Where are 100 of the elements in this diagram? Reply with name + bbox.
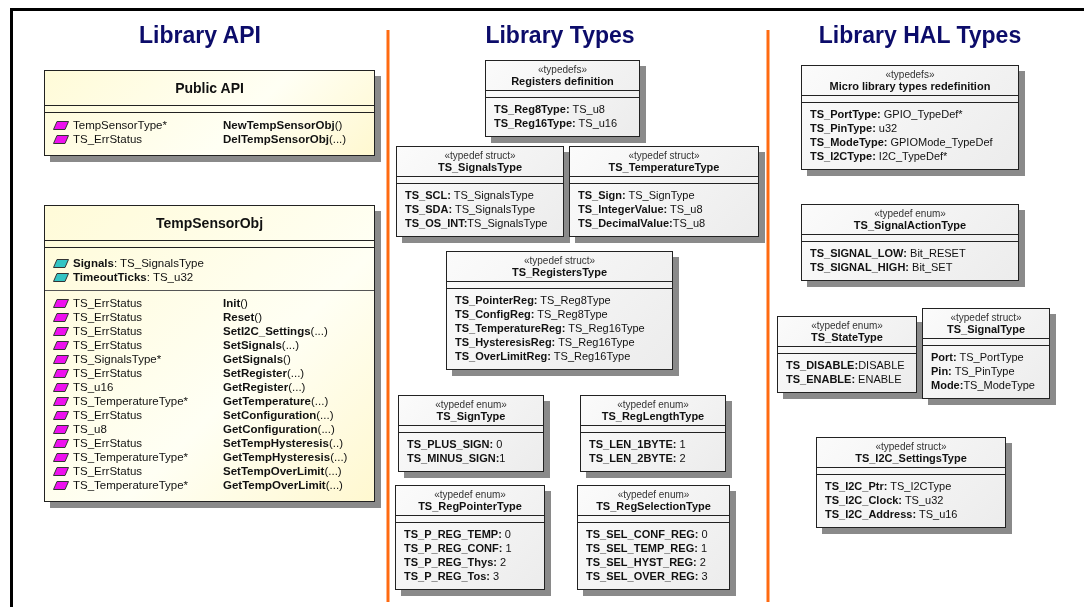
- method-name: GetTempHysteresis(...): [223, 451, 349, 463]
- stereotype-text: «typedefs»: [537, 64, 588, 75]
- type-name: TS_I2C_SettingsType: [854, 452, 968, 464]
- type-name: TS_SignalActionType: [852, 219, 968, 231]
- type-name: TS_SignalsType: [436, 161, 524, 173]
- field-text: TS_DISABLE:DISABLE: [786, 358, 906, 372]
- section-heading: Library HAL Types: [818, 22, 1022, 49]
- field-text: TS_SIGNAL_LOW: Bit_RESET: [810, 246, 967, 260]
- field-text: TS_OS_INT:TS_SignalsType: [405, 216, 549, 230]
- type-name: TS_TemperatureType: [607, 161, 721, 173]
- stereotype-text: «typedef struct»: [949, 312, 1023, 323]
- method-name: SetI2C_Settings(...): [223, 325, 329, 337]
- stereotype-text: «typedef struct»: [522, 255, 597, 266]
- stereotype-text: «typedef enum»: [616, 489, 691, 500]
- type-name: TS_RegLengthType: [600, 410, 706, 422]
- return-type: TS_ErrStatus: [73, 465, 144, 477]
- method-name: GetConfiguration(...): [223, 423, 336, 435]
- field-text: TS_SEL_TEMP_REG: 1: [586, 541, 709, 555]
- method-name: Reset(): [223, 311, 263, 323]
- return-type: TempSensorType*: [73, 119, 168, 131]
- field-text: TS_OverLimitReg: TS_Reg16Type: [455, 349, 632, 363]
- field-text: TS_I2CType: I2C_TypeDef*: [810, 149, 949, 163]
- field-text: TS_SCL: TS_SignalsType: [405, 188, 535, 202]
- field-text: TS_PortType: GPIO_TypeDef*: [810, 107, 964, 121]
- return-type: TS_ErrStatus: [73, 367, 144, 379]
- method-name: SetConfiguration(...): [223, 409, 335, 421]
- method-name: GetTemperature(...): [223, 395, 330, 407]
- field-text: TS_P_REG_Thys: 2: [404, 555, 508, 569]
- section-heading: Library API: [139, 22, 261, 49]
- type-name: TS_StateType: [810, 331, 884, 343]
- field-text: TS_SEL_CONF_REG: 0: [586, 527, 709, 541]
- stereotype-text: «typedef struct»: [443, 150, 517, 161]
- field-text: TS_ENABLE: ENABLE: [786, 372, 903, 386]
- return-type: TS_ErrStatus: [73, 409, 144, 421]
- stereotype-text: «typedef enum»: [873, 208, 947, 219]
- field-text: TS_P_REG_CONF: 1: [404, 541, 513, 555]
- field-text: TS_PinType: u32: [810, 121, 899, 135]
- stereotype-text: «typedefs»: [884, 69, 936, 80]
- return-type: TS_TemperatureType*: [73, 479, 190, 491]
- stereotype-text: «typedef enum»: [616, 399, 690, 410]
- type-name: TS_SignalType: [945, 323, 1026, 335]
- return-type: TS_ErrStatus: [73, 311, 144, 323]
- field-text: TS_P_REG_TEMP: 0: [404, 527, 512, 541]
- field-text: TS_Reg8Type: TS_u8: [494, 102, 606, 116]
- return-type: TS_ErrStatus: [73, 325, 144, 337]
- type-name: Registers definition: [510, 75, 615, 87]
- stereotype-text: «typedef enum»: [810, 320, 884, 331]
- field-text: TS_SEL_OVER_REG: 3: [586, 569, 709, 583]
- return-type: TS_u8: [73, 423, 108, 435]
- field-text: TS_ModeType: GPIOMode_TypeDef: [810, 135, 994, 149]
- field-text: TS_LEN_1BYTE: 1: [589, 437, 687, 451]
- type-name: Micro library types redefinition: [828, 80, 992, 92]
- field-text: TS_IntegerValue: TS_u8: [578, 202, 704, 216]
- method-name: GetRegister(...): [223, 381, 307, 393]
- class-name: TempSensorObj: [155, 214, 264, 233]
- method-name: SetSignals(...): [223, 339, 301, 351]
- field-text: Pin: TS_PinType: [931, 364, 1016, 378]
- method-name: SetRegister(...): [223, 367, 306, 379]
- field-text: Mode:TS_ModeType: [931, 378, 1036, 392]
- stereotype-text: «typedef enum»: [434, 399, 508, 410]
- field-text: TS_Sign: TS_SignType: [578, 188, 696, 202]
- return-type: TS_u16: [73, 381, 115, 393]
- field-text: TS_Reg16Type: TS_u16: [494, 116, 619, 130]
- method-name: Init(): [223, 297, 249, 309]
- type-name: TS_RegPointerType: [417, 500, 523, 512]
- method-name: GetTempOverLimit(...): [223, 479, 344, 491]
- field-text: TS_SEL_HYST_REG: 2: [586, 555, 707, 569]
- field-text: TS_I2C_Address: TS_u16: [825, 507, 959, 521]
- field-text: TS_PLUS_SIGN: 0: [407, 437, 504, 451]
- return-type: TS_ErrStatus: [73, 437, 144, 449]
- field-text: Port: TS_PortType: [931, 350, 1025, 364]
- field-text: TS_SDA: TS_SignalsType: [405, 202, 537, 216]
- field-text: TS_HysteresisReg: TS_Reg16Type: [455, 335, 636, 349]
- class-name: Public API: [175, 79, 244, 98]
- method-name: SetTempHysteresis(..): [223, 437, 344, 449]
- field-text: TS_MINUS_SIGN:1: [407, 451, 507, 465]
- field-text: TS_I2C_Clock: TS_u32: [825, 493, 945, 507]
- return-type: TS_ErrStatus: [73, 297, 144, 309]
- type-name: TS_RegistersType: [510, 266, 609, 278]
- return-type: TS_ErrStatus: [73, 339, 144, 351]
- return-type: TS_TemperatureType*: [73, 451, 190, 463]
- field-text: TS_I2C_Ptr: TS_I2CType: [825, 479, 953, 493]
- stereotype-text: «typedef struct»: [627, 150, 701, 161]
- return-type: TS_ErrStatus: [73, 133, 144, 145]
- field-text: TS_TemperatureReg: TS_Reg16Type: [455, 321, 646, 335]
- type-name: TS_RegSelectionType: [595, 500, 712, 512]
- attribute-text: TimeoutTicks: TS_u32: [73, 270, 194, 284]
- stereotype-text: «typedef struct»: [874, 441, 948, 452]
- field-text: TS_PointerReg: TS_Reg8Type: [455, 293, 612, 307]
- field-text: TS_DecimalValue:TS_u8: [578, 216, 707, 230]
- field-text: TS_P_REG_Tos: 3: [404, 569, 501, 583]
- section-heading: Library Types: [485, 22, 635, 49]
- method-name: SetTempOverLimit(...): [223, 465, 343, 477]
- return-type: TS_SignalsType*: [73, 353, 163, 365]
- type-name: TS_SignType: [435, 410, 507, 422]
- return-type: TS_TemperatureType*: [73, 395, 190, 407]
- field-text: TS_LEN_2BYTE: 2: [589, 451, 687, 465]
- method-name: DelTempSensorObj(...): [223, 133, 348, 145]
- attribute-text: Signals: TS_SignalsType: [73, 256, 204, 270]
- method-name: GetSignals(): [223, 353, 292, 365]
